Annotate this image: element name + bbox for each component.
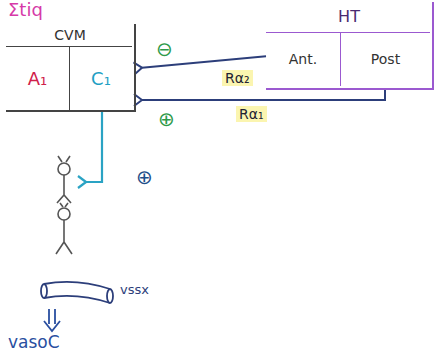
part-label: C₁ xyxy=(91,68,111,90)
axon xyxy=(56,220,72,254)
effect-label: vasoC xyxy=(8,333,60,352)
sign-symbol: ⊕ xyxy=(158,108,175,130)
box-title: HT xyxy=(266,3,432,31)
vessel-label: vssx xyxy=(120,283,149,297)
arrow-shaft xyxy=(49,309,55,324)
cvm-part: C₁ xyxy=(69,46,132,110)
synapse xyxy=(60,203,68,207)
box-title: CVM xyxy=(6,25,134,45)
cvm-box: ΣtiqCVMA₁C₁ xyxy=(6,24,136,112)
vessel-wall xyxy=(44,296,110,303)
neuron-body xyxy=(58,208,70,220)
dendrite xyxy=(58,156,70,162)
vessel-end xyxy=(41,284,47,298)
vessel-end xyxy=(107,289,113,303)
sign-symbol: ⊕ xyxy=(136,166,153,188)
part-label: Post xyxy=(371,51,400,68)
vessel-symbol xyxy=(41,282,113,303)
hypothalamus-part: Ant. xyxy=(266,32,340,86)
hypothalamus-box: HT Ant. Post xyxy=(266,2,434,90)
receptor-label: Rα₂ xyxy=(222,70,253,86)
neuron-body xyxy=(58,163,70,175)
cvm-part: A₁ xyxy=(6,46,69,110)
efferent-line xyxy=(86,112,102,182)
receptor-symbol xyxy=(78,176,86,188)
neuron-figure xyxy=(56,156,72,254)
receptor-label: Rα₁ xyxy=(236,106,267,122)
hypothalamus-part: Post xyxy=(340,32,430,86)
arrow-head xyxy=(44,321,60,331)
double-arrow xyxy=(44,309,60,331)
part-label: Ant. xyxy=(289,51,317,68)
axon xyxy=(57,175,71,203)
vessel-wall xyxy=(44,282,110,289)
part-label: A₁ xyxy=(28,68,48,90)
sign-symbol: ⊖ xyxy=(156,38,173,60)
section-heading: Σtiq xyxy=(8,0,43,21)
